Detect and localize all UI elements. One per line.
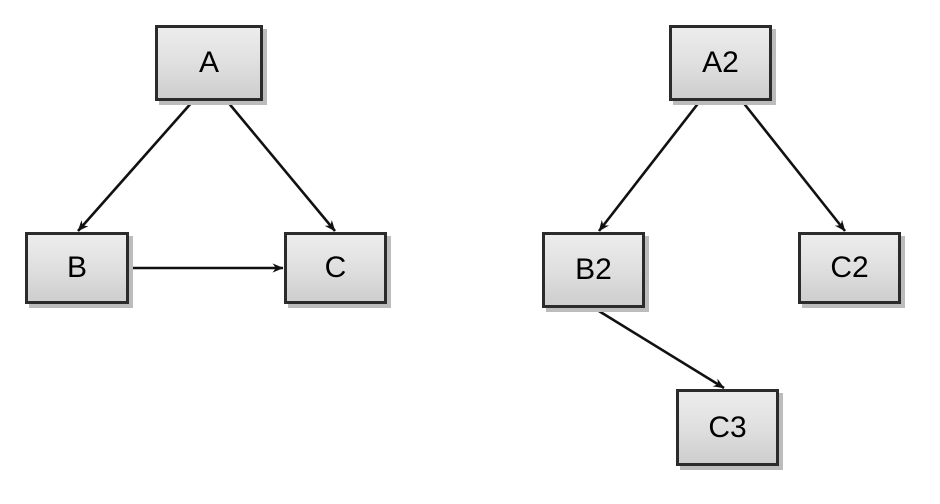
node-c2-label: C2 bbox=[830, 251, 869, 284]
node-a2[interactable]: A2 bbox=[669, 25, 772, 101]
node-c2[interactable]: C2 bbox=[798, 232, 901, 304]
node-c3[interactable]: C3 bbox=[676, 389, 779, 466]
node-a-label: A bbox=[198, 46, 219, 79]
node-a2-label: A2 bbox=[702, 46, 739, 79]
node-b2[interactable]: B2 bbox=[542, 232, 645, 308]
node-b-label: B bbox=[66, 251, 87, 284]
edge-b2-c3 bbox=[593, 306, 725, 390]
node-a[interactable]: A bbox=[155, 25, 263, 101]
node-c[interactable]: C bbox=[284, 232, 387, 304]
edge-a-b bbox=[77, 100, 194, 232]
node-c-label: C bbox=[324, 251, 347, 284]
node-b2-label: B2 bbox=[575, 253, 612, 286]
edge-a2-b2 bbox=[597, 100, 702, 232]
edge-a-c bbox=[226, 100, 336, 232]
node-c3-label: C3 bbox=[708, 410, 747, 444]
node-b[interactable]: B bbox=[25, 232, 129, 304]
edge-a2-c2 bbox=[740, 100, 847, 232]
